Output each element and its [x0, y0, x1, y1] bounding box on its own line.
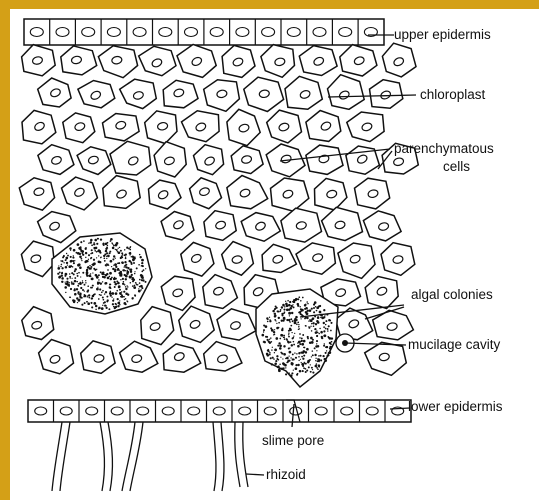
upper-epidermis-cell [313, 28, 326, 37]
upper-epidermis-cell [159, 28, 172, 37]
label-cells: cells [443, 159, 470, 174]
upper-epidermis-row [24, 19, 384, 45]
upper-epidermis-cell [262, 28, 275, 37]
upper-epidermis-cell [287, 28, 300, 37]
upper-epidermis-cell [56, 28, 69, 37]
label-algal-colonies: algal colonies [411, 287, 493, 302]
upper-epidermis-cell [210, 28, 223, 37]
label-lower-epidermis: lower epidermis [408, 399, 503, 414]
label-slime-pore: slime pore [262, 433, 324, 448]
upper-epidermis-cell [236, 28, 249, 37]
rhizoids [52, 422, 248, 491]
diagram-panel: upper epidermis chloroplast parenchymato… [10, 9, 539, 500]
algal-colony-right [256, 289, 338, 387]
label-rhizoid: rhizoid [266, 467, 306, 482]
label-chloroplast: chloroplast [420, 87, 486, 102]
label-upper-epidermis: upper epidermis [394, 27, 491, 42]
lower-epidermis-row [28, 400, 411, 422]
upper-epidermis-cell [82, 28, 95, 37]
algal-colony-left [52, 233, 152, 314]
label-mucilage-cavity: mucilage cavity [408, 337, 501, 352]
upper-epidermis-cell [133, 28, 146, 37]
anthoceros-thallus-section-diagram: upper epidermis chloroplast parenchymato… [10, 9, 539, 500]
upper-epidermis-cell [339, 28, 352, 37]
label-parenchymatous: parenchymatous [394, 141, 494, 156]
upper-epidermis-cell [185, 28, 198, 37]
parenchyma-tissue [19, 43, 418, 375]
upper-epidermis-cell [107, 28, 120, 37]
upper-epidermis-cell [30, 28, 43, 37]
